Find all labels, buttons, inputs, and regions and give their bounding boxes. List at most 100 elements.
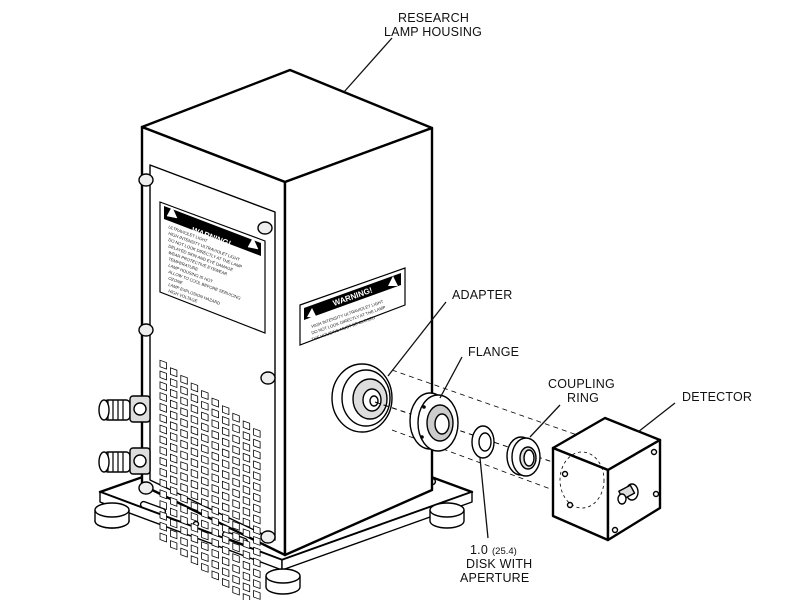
vent-slot: [221, 534, 230, 545]
ventilation-grid: [159, 359, 261, 600]
vent-slot: [253, 557, 261, 568]
vent-slot: [242, 549, 251, 560]
vent-slot: [159, 510, 167, 521]
vent-slot: [180, 526, 188, 537]
vent-slot: [180, 547, 188, 558]
vent-slot: [159, 424, 167, 435]
vent-slot: [201, 562, 209, 573]
vent-slot: [253, 427, 261, 438]
vent-slot: [253, 546, 261, 557]
vent-slot: [253, 535, 261, 546]
vent-slot: [221, 524, 230, 534]
vent-slot: [180, 407, 188, 418]
vent-slot: [253, 503, 261, 514]
vent-slot: [159, 500, 167, 511]
vent-slot: [232, 499, 240, 510]
vent-slot: [201, 541, 209, 552]
vent-slot: [232, 520, 240, 531]
vent-slot: [159, 381, 167, 392]
label-coupling-line2: RING: [567, 391, 599, 405]
adapter-part: [331, 363, 393, 433]
vent-slot: [211, 430, 219, 440]
vent-slot: [180, 439, 188, 450]
vent-slot: [211, 559, 219, 570]
vent-slot: [159, 456, 167, 467]
vent-slot: [190, 414, 199, 425]
vent-slot: [169, 453, 178, 464]
vent-slot: [242, 539, 251, 550]
vent-slot: [201, 454, 209, 465]
vent-slot: [232, 423, 240, 434]
vent-slot: [253, 589, 261, 600]
vent-slot: [169, 486, 178, 497]
vent-slot: [242, 582, 251, 593]
vent-slot: [232, 455, 240, 466]
vent-slot: [180, 385, 188, 396]
vent-slot: [253, 481, 261, 492]
vent-slot: [211, 548, 219, 559]
vent-slot: [221, 437, 230, 448]
vent-slot: [190, 501, 199, 512]
vent-slot: [211, 505, 219, 516]
vent-slot: [180, 396, 188, 407]
vent-slot: [221, 567, 230, 578]
vent-slot: [190, 533, 199, 544]
vent-slot: [221, 405, 230, 416]
vent-slot: [211, 408, 219, 419]
vent-slot: [159, 532, 167, 543]
vent-slot: [159, 413, 167, 424]
vent-slot: [201, 519, 209, 530]
vent-slot: [242, 506, 251, 517]
vent-slot: [201, 433, 209, 444]
vent-slot: [232, 509, 240, 520]
front-warning-line: OZONE: [168, 275, 184, 285]
vent-slot: [211, 570, 219, 581]
vent-slot: [159, 359, 167, 370]
vent-slot: [169, 410, 178, 421]
vent-slot: [221, 502, 230, 513]
vent-slot: [190, 522, 199, 533]
vent-slot: [169, 378, 178, 389]
connector-lower: [98, 447, 151, 475]
vent-slot: [159, 370, 167, 381]
vent-slot: [180, 374, 188, 385]
label-disk-with: DISK WITH: [466, 557, 532, 571]
label-adapter: ADAPTER: [452, 288, 512, 302]
foot-front: [265, 568, 301, 595]
vent-slot: [242, 474, 251, 485]
vent-slot: [201, 422, 209, 433]
vent-slot: [201, 530, 209, 541]
vent-slot: [180, 418, 188, 429]
vent-slot: [242, 452, 251, 463]
lamp-housing-box: [140, 68, 434, 557]
vent-slot: [253, 525, 261, 536]
label-flange: FLANGE: [468, 345, 519, 359]
vent-slot: [169, 421, 178, 432]
vent-slot: [169, 475, 178, 486]
vent-slot: [232, 488, 240, 499]
vent-slot: [169, 388, 178, 399]
vent-slot: [190, 468, 199, 479]
label-research-lamp-housing-line2: LAMP HOUSING: [384, 25, 482, 39]
vent-slot: [190, 447, 199, 458]
vent-slot: [169, 507, 178, 518]
vent-slot: [190, 404, 199, 415]
vent-slot: [180, 428, 188, 439]
vent-slot: [169, 518, 178, 529]
vent-slot: [201, 411, 209, 422]
vent-slot: [201, 465, 209, 476]
label-research-lamp-housing-line1: RESEARCH: [398, 11, 469, 25]
vent-slot: [221, 426, 230, 437]
vent-slot: [253, 568, 261, 579]
vent-slot: [211, 473, 219, 484]
vent-slot: [253, 514, 261, 525]
vent-slot: [169, 529, 178, 540]
vent-slot: [232, 434, 240, 445]
vent-slot: [201, 390, 209, 400]
vent-slot: [242, 463, 251, 474]
vent-slot: [190, 544, 199, 555]
detector-part: [551, 416, 662, 542]
callout-leaders: [343, 37, 676, 539]
vent-slot: [232, 412, 240, 423]
